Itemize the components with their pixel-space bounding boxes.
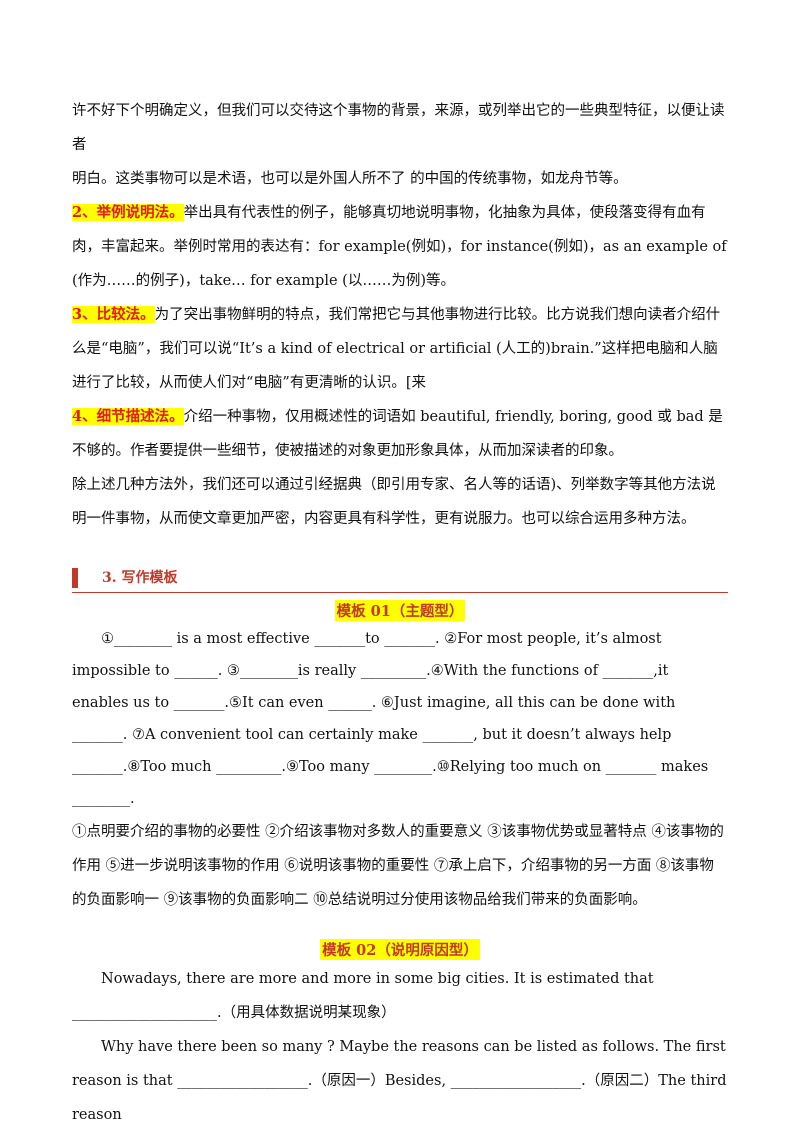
method-detail: 4、细节描述法。介绍一种事物，仅用概述性的词语如 beautiful, frie… <box>72 400 728 468</box>
spacer <box>72 917 728 929</box>
section-header: 3. 写作模板 <box>72 564 728 594</box>
template2-para1: Nowadays, there are more and more in som… <box>72 971 654 1021</box>
intro-line-2: 明白。这类事物可以是术语，也可以是外国人所不了 的中国的传统事物，如龙舟节等。 <box>72 171 628 187</box>
template2-title: 模板 02（说明原因型） <box>320 939 480 960</box>
method-label: 3、比较法。 <box>72 306 155 323</box>
template1-notes: ①点明要介绍的事物的必要性 ②介绍该事物对多数人的重要意义 ③该事物优势或显著特… <box>72 824 724 908</box>
method-text: 介绍一种事物，仅用概述性的词语如 beautiful, friendly, bo… <box>72 409 723 459</box>
template1-title: 模板 01（主题型） <box>334 600 466 621</box>
method-text: 举出具有代表性的例子，能够真切地说明事物，化抽象为具体，使段落变得有血有肉，丰富… <box>72 205 727 289</box>
method-example: 2、举例说明法。举出具有代表性的例子，能够真切地说明事物，化抽象为具体，使段落变… <box>72 196 728 298</box>
section-divider <box>72 592 728 593</box>
template1-body: ①________ is a most effective _______to … <box>72 631 709 807</box>
section-marker <box>72 568 78 588</box>
template2-heading: 模板 02（说明原因型） <box>72 939 728 960</box>
method-text: 为了突出事物鲜明的特点，我们常把它与其他事物进行比较。比方说我们想向读者介绍什么… <box>72 307 721 391</box>
method-label: 2、举例说明法。 <box>72 204 184 221</box>
method-label: 4、细节描述法。 <box>72 408 184 425</box>
template1-heading: 模板 01（主题型） <box>72 600 728 621</box>
section-title: 3. 写作模板 <box>102 570 178 586</box>
method-comparison: 3、比较法。为了突出事物鲜明的特点，我们常把它与其他事物进行比较。比方说我们想向… <box>72 298 728 400</box>
summary-paragraph: 除上述几种方法外，我们还可以通过引经据典（即引用专家、名人等的话语)、列举数字等… <box>72 477 716 527</box>
intro-line-1: 许不好下个明确定义，但我们可以交待这个事物的背景，来源，或列举出它的一些典型特征… <box>72 103 725 153</box>
template2-para2: Why have there been so many ? Maybe the … <box>72 1039 727 1123</box>
